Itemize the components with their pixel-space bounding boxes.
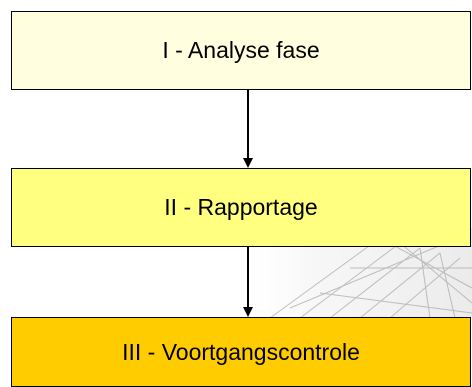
phase-3-box: III - Voortgangscontrole <box>11 317 471 387</box>
phase-1-box: I - Analyse fase <box>11 11 471 90</box>
arrow-phase-1-to-2 <box>243 90 253 168</box>
phase-3-label: III - Voortgangscontrole <box>122 338 360 365</box>
phase-2-box: II - Rapportage <box>11 168 471 247</box>
phase-1-label: I - Analyse fase <box>162 37 320 63</box>
phase-2-label: II - Rapportage <box>164 194 318 220</box>
arrow-phase-2-to-3 <box>243 247 253 317</box>
